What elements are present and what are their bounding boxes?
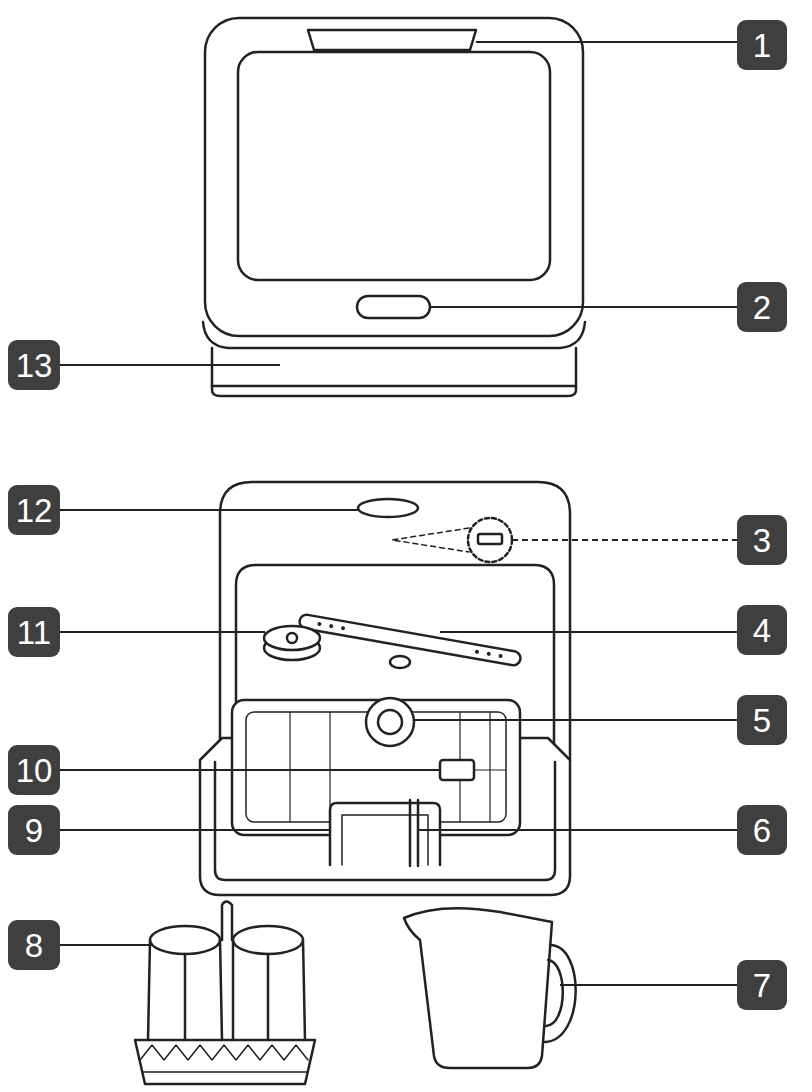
callout-number: 4 bbox=[753, 614, 771, 647]
callout-number: 13 bbox=[16, 349, 53, 382]
callout-number: 5 bbox=[753, 704, 771, 737]
base-lip bbox=[203, 322, 585, 348]
callout-badge: 11 bbox=[8, 607, 60, 657]
filter-cup bbox=[264, 626, 320, 660]
leader-lines bbox=[60, 42, 737, 985]
top-opening bbox=[358, 499, 418, 517]
leader-line bbox=[60, 944, 152, 946]
callout-badge: 5 bbox=[737, 695, 787, 745]
callout-badge: 10 bbox=[8, 745, 60, 795]
leader-line bbox=[440, 631, 737, 633]
cutlery-basket bbox=[135, 902, 315, 1085]
callout-number: 9 bbox=[25, 814, 43, 847]
rack-rail bbox=[409, 800, 412, 866]
callout-badge: 13 bbox=[8, 340, 60, 390]
callout-number: 12 bbox=[16, 494, 53, 527]
leader-line bbox=[60, 364, 280, 366]
callout-number: 2 bbox=[753, 291, 771, 324]
measuring-jug bbox=[404, 908, 576, 1068]
callout-badge: 9 bbox=[8, 805, 60, 855]
machine-body bbox=[205, 18, 583, 336]
base-line bbox=[212, 385, 576, 388]
cutlery-holder-inner bbox=[342, 815, 428, 865]
leader-line bbox=[512, 539, 737, 541]
callout-number: 11 bbox=[17, 616, 51, 649]
rack-hub-inner bbox=[378, 710, 402, 734]
leader-line bbox=[60, 829, 330, 831]
machine-base bbox=[212, 348, 576, 396]
callout-number: 10 bbox=[16, 754, 53, 787]
leader-line bbox=[414, 719, 737, 721]
callout-badge: 12 bbox=[8, 485, 60, 535]
leader-line bbox=[560, 984, 737, 986]
door-latch bbox=[478, 534, 502, 544]
callout-badge: 7 bbox=[737, 960, 787, 1010]
cutlery-holder bbox=[330, 803, 440, 865]
rack-rail bbox=[417, 800, 420, 866]
spray-arm-hub bbox=[390, 656, 410, 668]
callout-badge: 2 bbox=[737, 282, 787, 332]
callout-number: 3 bbox=[753, 524, 771, 557]
callout-number: 6 bbox=[753, 814, 771, 847]
callout-number: 7 bbox=[753, 969, 771, 1002]
door-handle bbox=[308, 30, 476, 50]
door-window bbox=[238, 52, 550, 280]
leader-line bbox=[60, 631, 265, 633]
callout-badge: 3 bbox=[737, 515, 787, 565]
callout-number: 1 bbox=[753, 29, 771, 62]
callout-badge: 6 bbox=[737, 805, 787, 855]
callout-number: 8 bbox=[25, 929, 43, 962]
leader-line bbox=[418, 829, 737, 831]
power-button bbox=[357, 296, 430, 318]
leader-line bbox=[476, 41, 737, 43]
leader-line bbox=[60, 509, 358, 511]
detail-pointer bbox=[392, 528, 469, 552]
spray-arm bbox=[298, 614, 521, 667]
rack-clip bbox=[440, 760, 474, 780]
leader-line bbox=[60, 769, 440, 771]
callout-badge: 1 bbox=[737, 20, 787, 70]
leader-line bbox=[430, 306, 737, 308]
callout-badge: 8 bbox=[8, 920, 60, 970]
detail-circle bbox=[468, 518, 512, 562]
callout-badge: 4 bbox=[737, 605, 787, 655]
rack-hub bbox=[366, 698, 414, 746]
